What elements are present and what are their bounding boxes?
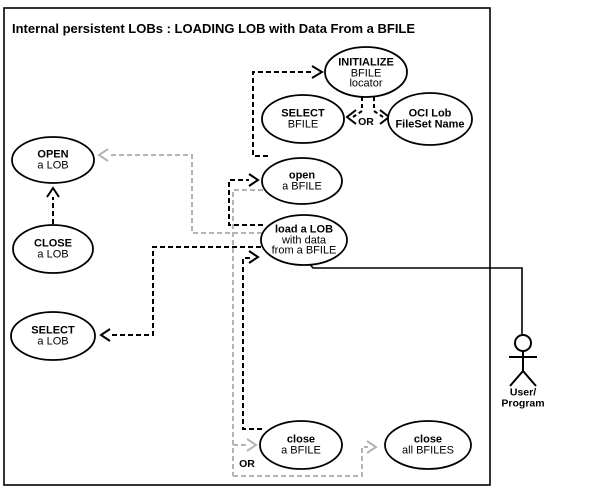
usecase-open-a-bfile bbox=[261, 157, 343, 205]
usecase-load-a-lob bbox=[260, 214, 348, 266]
edge-close-bfile-to-load-lob bbox=[242, 257, 262, 430]
actor-leg-right bbox=[522, 370, 537, 387]
arrowhead-load-lob bbox=[248, 250, 260, 264]
label-close-all-bfiles: close all BFILES bbox=[402, 433, 454, 456]
edge-open-bfile-to-initialize bbox=[252, 71, 314, 157]
label-select-a-lob: SELECT a LOB bbox=[31, 324, 75, 347]
arrowhead-open-bfile bbox=[248, 173, 260, 187]
edge-load-lob-to-select-lob bbox=[111, 246, 261, 336]
edge-open-bfile-close-trunk bbox=[232, 189, 263, 476]
arrowhead-close-all-bfiles bbox=[366, 440, 378, 454]
usecase-select-bfile bbox=[261, 94, 345, 144]
edge-initialize-to-select-bfile bbox=[352, 97, 363, 118]
label-initialize-bfile-locator: INITIALIZE BFILE locator bbox=[338, 56, 394, 90]
actor-user-program-icon bbox=[509, 334, 537, 387]
label-load-a-lob: load a LOB with data from a BFILE bbox=[271, 223, 337, 257]
usecase-close-all-bfiles bbox=[384, 420, 472, 470]
arrowhead-select-lob bbox=[99, 328, 111, 342]
arrowhead-initialize bbox=[311, 65, 324, 79]
label-select-bfile: SELECT BFILE bbox=[281, 107, 325, 130]
usecase-select-a-lob bbox=[10, 311, 96, 361]
usecase-close-a-bfile bbox=[259, 420, 343, 470]
usecase-initialize-bfile-locator bbox=[324, 46, 408, 98]
label-oci-lob-fileset-name: OCI Lob FileSet Name bbox=[395, 107, 465, 130]
label-open-a-bfile: open a BFILE bbox=[282, 169, 322, 192]
edge-trunk-to-close-all-bfiles bbox=[233, 446, 368, 477]
label-or-bottom: OR bbox=[239, 457, 255, 470]
label-or-top: OR bbox=[358, 115, 374, 128]
system-boundary-box bbox=[3, 7, 491, 486]
edge-load-lob-to-open-lob bbox=[109, 154, 262, 234]
actor-head bbox=[514, 334, 532, 352]
edge-load-lob-to-open-bfile bbox=[228, 179, 263, 226]
label-actor-user-program: User/ Program bbox=[501, 386, 545, 409]
arrowhead-close-bfile bbox=[246, 438, 258, 452]
arrowhead-open-lob bbox=[46, 186, 60, 198]
label-close-a-bfile: close a BFILE bbox=[281, 433, 321, 456]
actor-leg-left bbox=[509, 370, 524, 387]
arrowhead-select-bfile bbox=[345, 109, 357, 125]
label-close-a-lob: CLOSE a LOB bbox=[34, 237, 72, 260]
usecase-open-a-lob bbox=[11, 136, 95, 184]
usecase-close-a-lob bbox=[12, 224, 94, 274]
arrowhead-open-lob-gray bbox=[97, 148, 109, 162]
diagram-title: Internal persistent LOBs : LOADING LOB w… bbox=[12, 21, 416, 36]
label-open-a-lob: OPEN a LOB bbox=[37, 148, 69, 171]
usecase-oci-lob-fileset-name bbox=[387, 92, 473, 146]
edge-initialize-to-oci-lob bbox=[373, 97, 384, 118]
